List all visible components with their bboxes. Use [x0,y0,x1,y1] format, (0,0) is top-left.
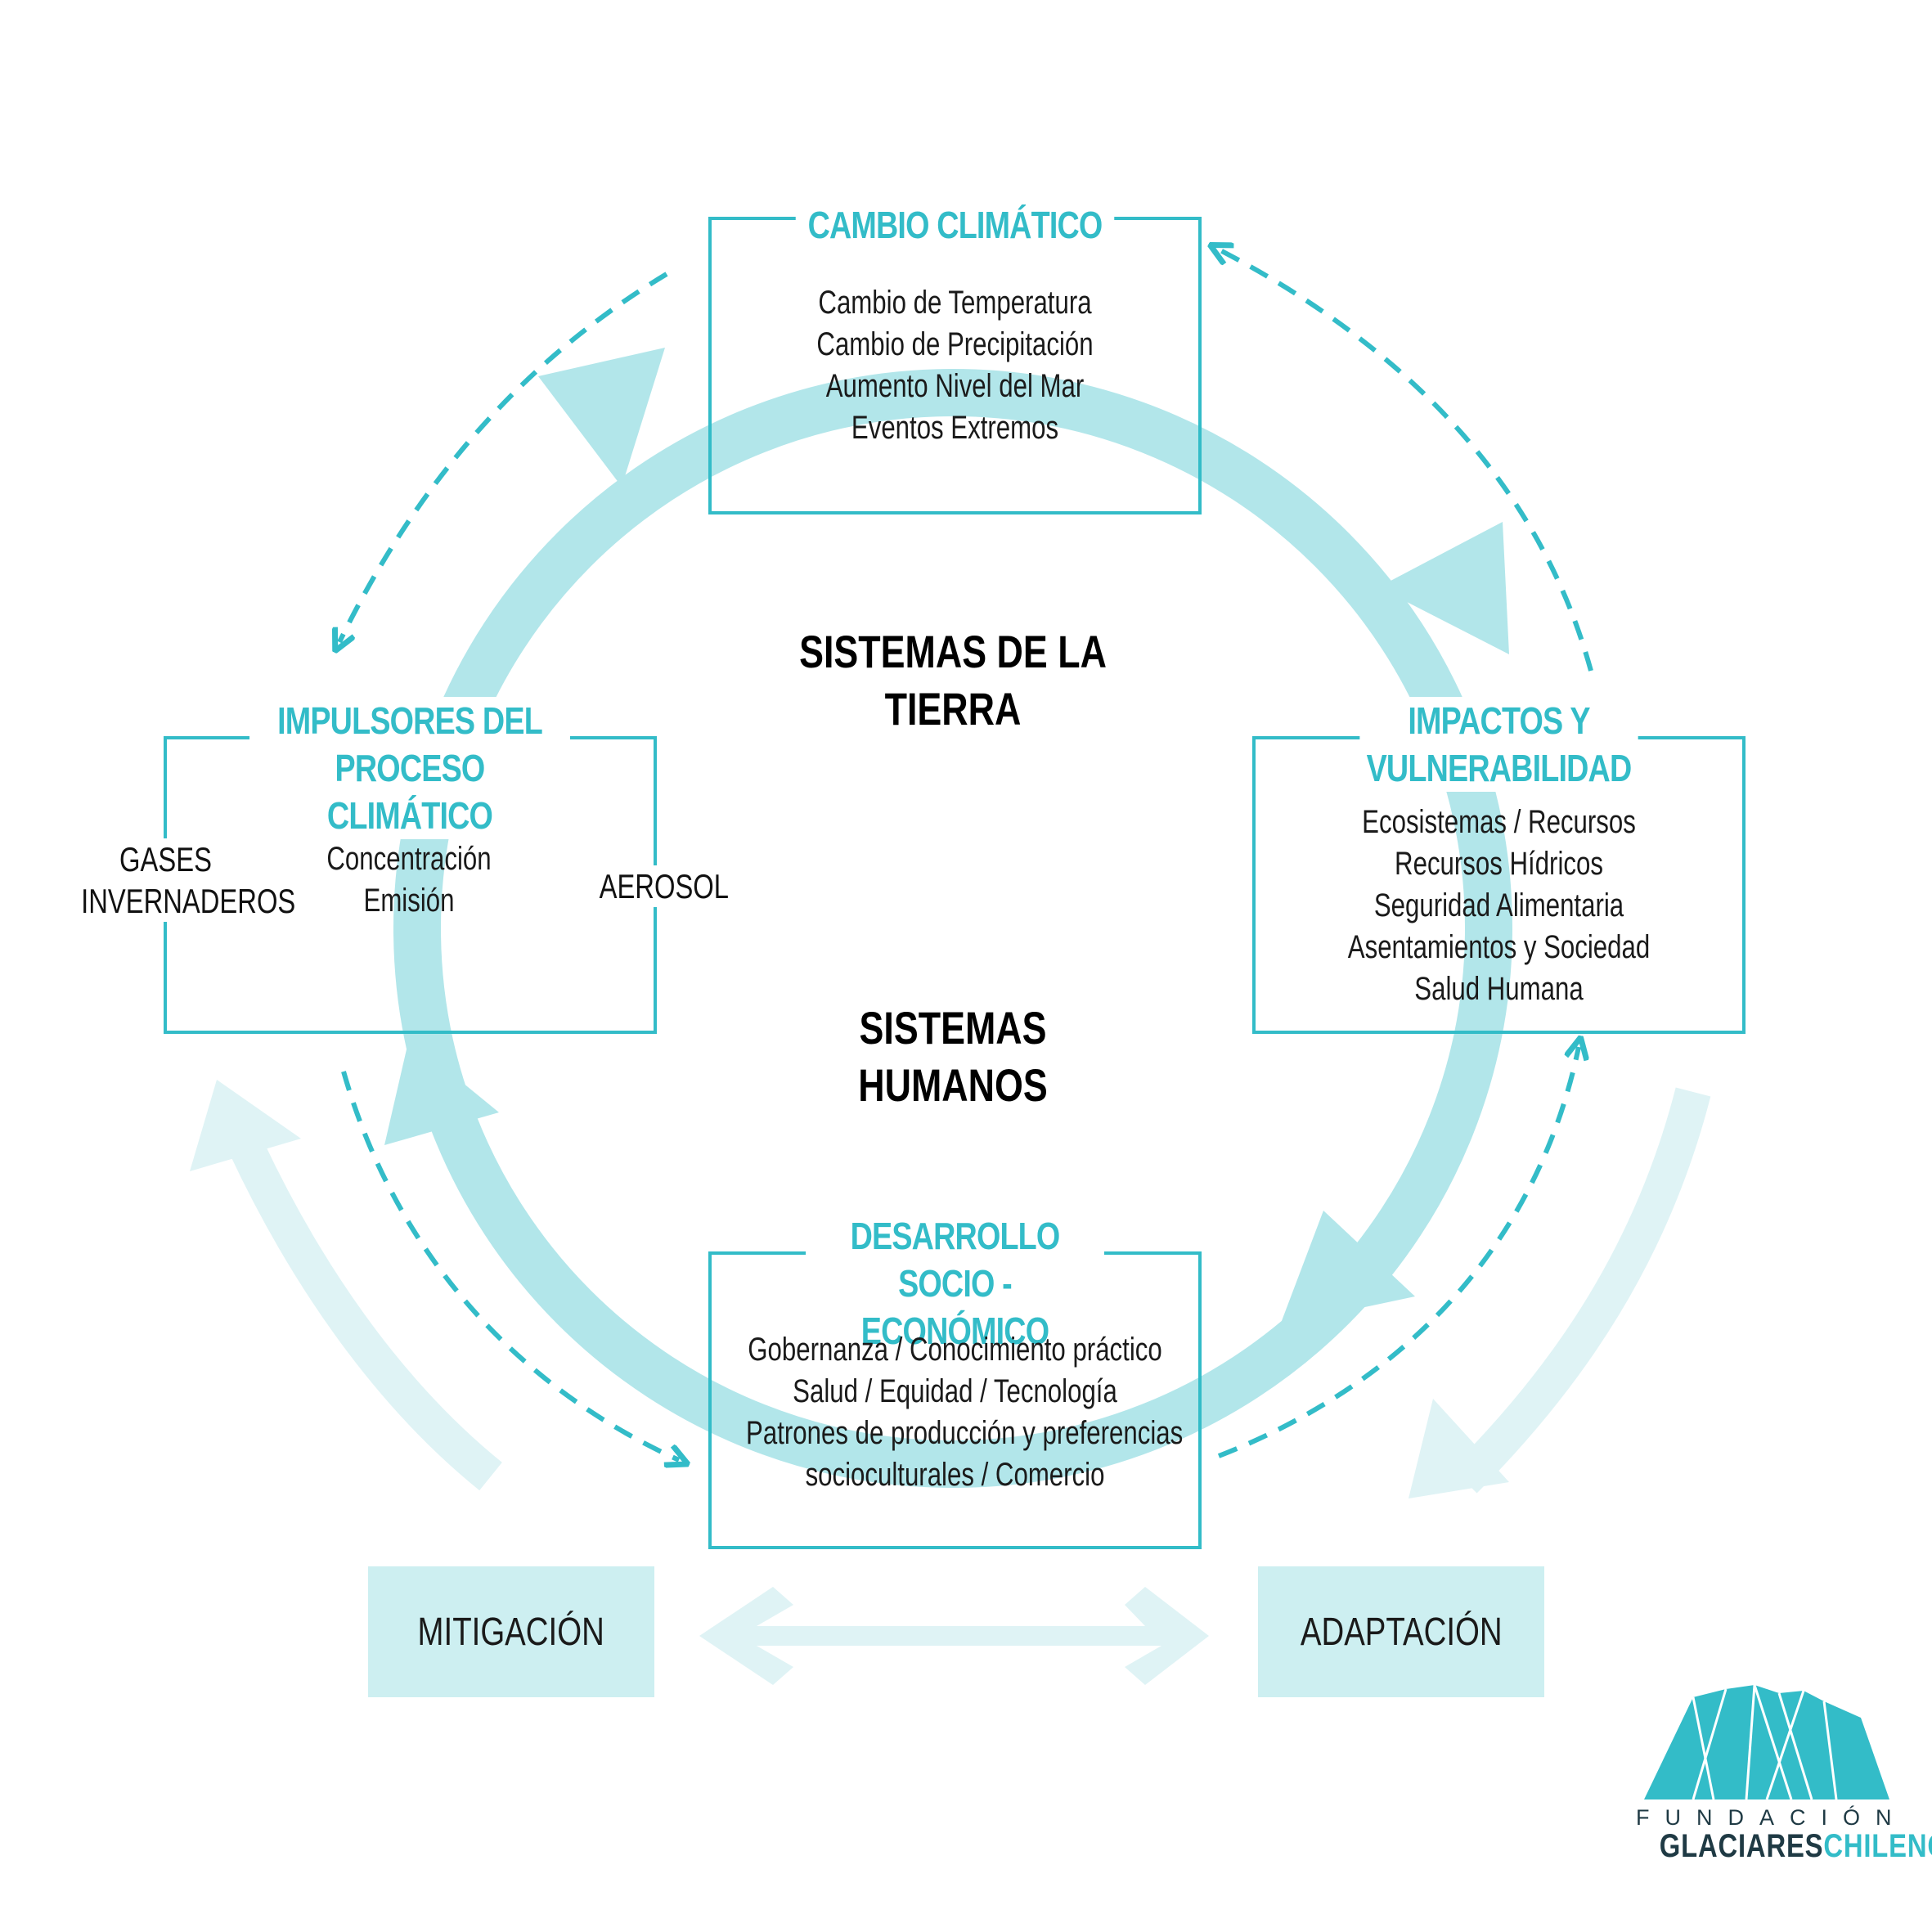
logo-subtitle: FUNDACIÓN [1636,1805,1907,1830]
adaptation-label: ADAPTACIÓN [1300,1610,1503,1654]
development-title: DESARROLLO SOCIO - ECONÓMICO [806,1212,1104,1355]
logo-name: GLACIARESCHILENOS [1659,1828,1932,1864]
impacts-item: Recursos Hídricos [1395,846,1603,882]
greenhouse-gases-line: GASES [119,840,212,878]
ring-arrowhead-left [384,1039,499,1145]
climate-change-list: Cambio de Temperatura Cambio de Precipit… [771,282,1139,449]
mitigation-arrow-shaft [229,1137,502,1491]
drivers-title-line: IMPULSORES DEL [277,699,543,742]
ring-arrowhead-bottom-right [1280,1211,1415,1325]
impacts-title-line: IMPACTOS Y [1408,699,1590,742]
climate-change-item: Aumento Nivel del Mar [825,368,1085,404]
adaptation-arrow-shaft [1451,1087,1711,1494]
mitigation-box: MITIGACIÓN [368,1566,654,1697]
glacier-mountain-icon [1644,1684,1889,1800]
human-systems-line: SISTEMAS [859,1002,1047,1054]
climate-change-title: CAMBIO CLIMÁTICO [795,201,1115,249]
impacts-item: Ecosistemas / Recursos [1362,804,1636,840]
impacts-item: Asentamientos y Sociedad [1347,929,1651,965]
drivers-title: IMPULSORES DEL PROCESO CLIMÁTICO [249,697,570,839]
dashed-arrow-top-right [1219,249,1593,672]
logo-word-chilenos: CHILENOS [1823,1828,1932,1864]
adaptation-arrowhead [1409,1399,1509,1498]
drivers-title-line: PROCESO CLIMÁTICO [326,747,493,837]
human-systems-label: SISTEMAS HUMANOS [796,1000,1110,1114]
cycle-ring [393,369,1512,1488]
development-item: Gobernanza / Conocimiento práctico [748,1332,1162,1368]
climate-change-item: Cambio de Temperatura [818,285,1092,321]
impacts-title: IMPACTOS Y VULNERABILIDAD [1359,697,1638,792]
climate-change-item: Eventos Extremos [851,410,1059,446]
climate-change-title-text: CAMBIO CLIMÁTICO [807,204,1103,246]
development-title-line: DESARROLLO [850,1215,1061,1257]
greenhouse-gases-line: INVERNADEROS [81,882,296,920]
greenhouse-gases-label: GASES INVERNADEROS [81,838,296,922]
mitigation-arrowhead [190,1080,301,1171]
development-item: Patrones de producción y preferencias [746,1415,1184,1451]
earth-systems-line: SISTEMAS DE LA [799,626,1107,677]
impacts-item: Seguridad Alimentaria [1373,887,1624,923]
ring-arrowhead-top-left [538,348,665,487]
human-systems-line: HUMANOS [858,1059,1048,1111]
drivers-item: Concentración [326,841,492,877]
impacts-title-line: VULNERABILIDAD [1366,747,1633,789]
impacts-list: Ecosistemas / Recursos Recursos Hídricos… [1315,802,1683,1010]
fundacion-glaciares-chilenos-logo: FUNDACIÓN GLACIARESCHILENOS [1636,1681,1932,1902]
development-item: Salud / Equidad / Tecnología [793,1373,1117,1409]
drivers-item: Emisión [363,883,455,919]
earth-systems-label: SISTEMAS DE LA TIERRA [796,623,1110,738]
earth-systems-line: TIERRA [884,683,1022,735]
mitigation-label: MITIGACIÓN [417,1610,605,1654]
impacts-item: Salud Humana [1414,971,1584,1007]
development-list: Gobernanza / Conocimiento práctico Salud… [746,1329,1184,1496]
ring-arrowhead-right [1378,522,1509,654]
aerosol-text: AEROSOL [599,867,730,905]
aerosol-label: AEROSOL [599,865,730,907]
development-item: socioculturales / Comercio [805,1457,1105,1493]
climate-change-item: Cambio de Precipitación [816,326,1094,362]
dashed-arrow-top-left [339,272,668,642]
development-title-line: SOCIO - ECONÓMICO [860,1262,1049,1352]
adaptation-box: ADAPTACIÓN [1258,1566,1544,1697]
logo-word-glaciares: GLACIARES [1659,1828,1824,1864]
dashed-arrow-bottom-left [341,1071,679,1460]
dashed-arrow-bottom-right [1217,1047,1579,1458]
drivers-list: Concentración Emisión [313,838,505,922]
double-arrow-mitigation-adaptation [699,1587,1209,1685]
